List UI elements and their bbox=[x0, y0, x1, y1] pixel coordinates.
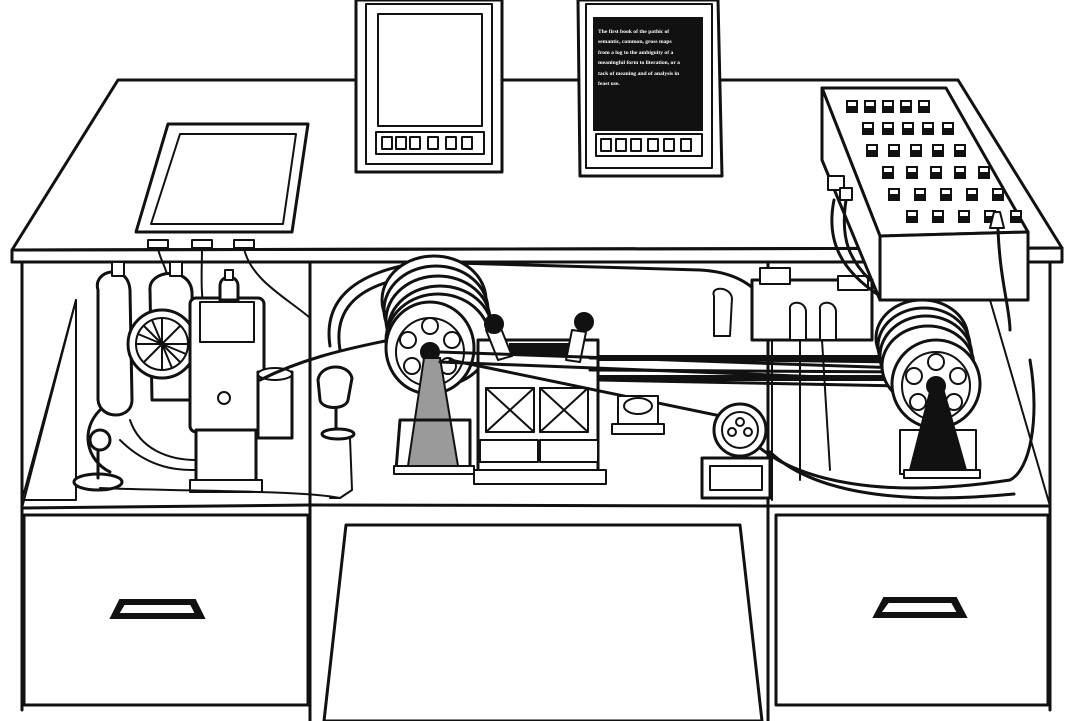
right-film-reel bbox=[874, 298, 982, 430]
keyboard-key-cap bbox=[848, 102, 856, 106]
film-transport-rails bbox=[438, 350, 902, 422]
keyboard-key-cap bbox=[994, 190, 1002, 194]
screen-document-text: The first book of the pathic of semantic… bbox=[598, 29, 680, 88]
keyboard-key bbox=[862, 122, 874, 135]
keyboard-key-cap bbox=[960, 212, 968, 216]
keyboard-key bbox=[1010, 210, 1022, 223]
keyboard-key-cap bbox=[866, 102, 874, 106]
lamp-head bbox=[316, 365, 354, 409]
keyboard-key bbox=[864, 100, 876, 113]
battery-can bbox=[256, 370, 294, 440]
keyboard-key-cap bbox=[942, 190, 950, 194]
keyboard-key bbox=[954, 166, 966, 179]
right-camera-equipment bbox=[712, 267, 874, 501]
keyboard-key bbox=[906, 210, 918, 223]
right-viewing-screen bbox=[593, 17, 703, 131]
keyboard-key-cap bbox=[884, 124, 892, 128]
keyboard-key-cap bbox=[890, 146, 898, 150]
keyboard-key-cap bbox=[884, 168, 892, 172]
keyboard-key-cap bbox=[944, 124, 952, 128]
keyboard-key bbox=[910, 144, 922, 157]
keyboard-key-cap bbox=[902, 102, 910, 106]
keyboard-key-cap bbox=[916, 190, 924, 194]
keyboard-key-cap bbox=[920, 102, 928, 106]
keyboard-key-cap bbox=[864, 124, 872, 128]
keyboard-key-cap bbox=[934, 146, 942, 150]
keyboard-key-cap bbox=[956, 146, 964, 150]
keyboard-key bbox=[888, 144, 900, 157]
keyboard-key bbox=[846, 100, 858, 113]
keyboard-key-cap bbox=[884, 102, 892, 106]
keyboard-key bbox=[992, 188, 1004, 201]
keyboard-key bbox=[940, 188, 952, 201]
keyboard-key-cap bbox=[980, 168, 988, 172]
keyboard-key-cap bbox=[968, 190, 976, 194]
keyboard-key-cap bbox=[986, 212, 994, 216]
keyboard-key bbox=[866, 144, 878, 157]
keyboard-key bbox=[888, 188, 900, 201]
keyboard-key bbox=[902, 122, 914, 135]
keyboard-key bbox=[900, 100, 912, 113]
keyboard-key bbox=[930, 166, 942, 179]
left-camera-machinery bbox=[72, 261, 392, 493]
keyboard-key bbox=[882, 122, 894, 135]
keyboard-key-cap bbox=[956, 168, 964, 172]
film-processing-unit bbox=[473, 312, 607, 485]
keyboard-key bbox=[914, 188, 926, 201]
keyboard-key-cap bbox=[1012, 212, 1020, 216]
keyboard-key bbox=[932, 210, 944, 223]
left-viewing-screen bbox=[377, 13, 483, 127]
photo-screen bbox=[150, 133, 297, 225]
keyboard-key bbox=[882, 100, 894, 113]
keyboard-key bbox=[882, 166, 894, 179]
keyboard-key bbox=[932, 144, 944, 157]
keyboard-key-cap bbox=[890, 190, 898, 194]
keyboard-key-cap bbox=[934, 212, 942, 216]
keyboard-key-cap bbox=[924, 124, 932, 128]
keyboard-key-cap bbox=[912, 146, 920, 150]
keyboard-key-cap bbox=[932, 168, 940, 172]
keyboard-key bbox=[922, 122, 934, 135]
keyboard-key bbox=[918, 100, 930, 113]
keyboard-key bbox=[958, 210, 970, 223]
keyboard-key-cap bbox=[904, 124, 912, 128]
keyboard-key bbox=[906, 166, 918, 179]
keyboard-key-cap bbox=[908, 212, 916, 216]
keyboard-key bbox=[966, 188, 978, 201]
keyboard-key-cap bbox=[868, 146, 876, 150]
keyboard-key bbox=[978, 166, 990, 179]
lamp-base bbox=[320, 427, 356, 441]
keyboard-key-cap bbox=[908, 168, 916, 172]
keyboard-key bbox=[942, 122, 954, 135]
kneehole bbox=[322, 523, 764, 721]
keyboard-key bbox=[954, 144, 966, 157]
